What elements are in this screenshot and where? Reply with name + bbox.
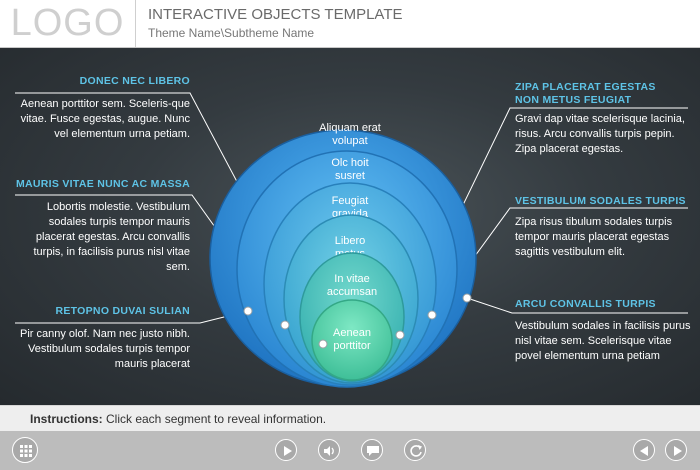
callout-title: DONEC NEC LIBERO [79, 75, 190, 87]
svg-text:susret: susret [335, 170, 365, 182]
svg-text:accumsan: accumsan [327, 286, 377, 298]
segment-label: In vitae [334, 273, 369, 285]
segment-label: Olc hoit [331, 157, 368, 169]
caption-button[interactable] [361, 439, 383, 461]
callout-text: Gravi dap vitae scelerisque lacinia, ris… [515, 113, 685, 155]
menu-button[interactable] [12, 437, 38, 463]
callout-text: Aenean porttitor sem. Sceleris-que vitae… [20, 98, 190, 140]
page-title: INTERACTIVE OBJECTS TEMPLATE [148, 6, 403, 23]
svg-text:Libero: Libero [335, 235, 366, 247]
segment-label: porttitor [333, 340, 371, 352]
svg-text:Aliquam erat: Aliquam erat [319, 122, 381, 134]
svg-text:porttitor: porttitor [333, 340, 371, 352]
callout-text: Lobortis molestie. Vestibulum sodales tu… [33, 201, 190, 273]
next-button[interactable] [665, 439, 687, 461]
callout-title-line: NON METUS FEUGIAT [515, 94, 632, 106]
play-icon [284, 446, 292, 456]
connector-dot [280, 320, 290, 330]
connector-dot [427, 310, 437, 320]
svg-text:Feugiat: Feugiat [332, 195, 369, 207]
replay-button[interactable] [404, 439, 426, 461]
instructions-bar: Instructions: Click each segment to reve… [0, 405, 700, 432]
next-icon [674, 446, 682, 456]
instructions-body: Click each segment to reveal information… [102, 412, 327, 426]
volume-button[interactable] [318, 439, 340, 461]
content-stage: Aliquam erat volupat Olc hoit susret Feu… [0, 48, 700, 405]
segment-label: susret [335, 170, 365, 182]
svg-text:volupat: volupat [332, 135, 367, 147]
volume-icon [324, 446, 334, 456]
callout-title: MAURIS VITAE NUNC AC MASSA [15, 178, 190, 190]
segment-label: Libero [335, 235, 366, 247]
connector-dot [462, 293, 472, 303]
connector-dot [318, 339, 328, 349]
segment-label: Aenean [333, 327, 371, 339]
callout-title: VESTIBULUM SODALES TURPIS [515, 195, 695, 208]
callout-title-line: VESTIBULUM SODALES TURPIS [515, 195, 686, 207]
callout-title: RETOPNO DUVAI SULIAN [55, 305, 190, 317]
segment-label: Feugiat [332, 195, 369, 207]
replay-icon [410, 445, 422, 457]
segment-aenean-porttitor[interactable]: Aenean porttitor [311, 299, 393, 381]
instructions-label: Instructions: [30, 412, 103, 426]
prev-button[interactable] [633, 439, 655, 461]
chat-icon [367, 446, 379, 456]
callout-text: Zipa risus tibulum sodales turpis tempor… [515, 216, 673, 258]
callout-text: Vestibulum sodales in facilisis purus ni… [515, 320, 691, 362]
svg-text:Aenean: Aenean [333, 327, 371, 339]
connector-dot [243, 306, 253, 316]
segment-label: accumsan [327, 286, 377, 298]
callout-title: ZIPA PLACERAT EGESTAS NON METUS FEUGIAT [515, 81, 695, 107]
play-button[interactable] [275, 439, 297, 461]
page-subtitle: Theme Name\Subtheme Name [148, 26, 315, 40]
svg-text:Olc hoit: Olc hoit [331, 157, 368, 169]
callout-title-line: ARCU CONVALLIS TURPIS [515, 298, 656, 310]
callout-text: Pir canny olof. Nam nec justo nibh. Vest… [20, 328, 190, 370]
svg-text:In vitae: In vitae [334, 273, 369, 285]
connector-line [466, 297, 688, 314]
player-controls [0, 431, 700, 470]
instructions-text: Instructions: Click each segment to reve… [30, 412, 326, 426]
segment-label: Aliquam erat [319, 122, 381, 134]
connector-dots [243, 293, 472, 349]
logo: LOGO [0, 0, 136, 47]
nested-circles-diagram: Aliquam erat volupat Olc hoit susret Feu… [15, 92, 688, 388]
connector-dot [395, 330, 405, 340]
callout-title: ARCU CONVALLIS TURPIS [515, 298, 695, 311]
menu-grid-icon [20, 445, 32, 457]
prev-icon [640, 446, 648, 456]
header: LOGO INTERACTIVE OBJECTS TEMPLATE Theme … [0, 0, 700, 48]
segment-label: volupat [332, 135, 367, 147]
callout-title-line: ZIPA PLACERAT EGESTAS [515, 81, 656, 93]
